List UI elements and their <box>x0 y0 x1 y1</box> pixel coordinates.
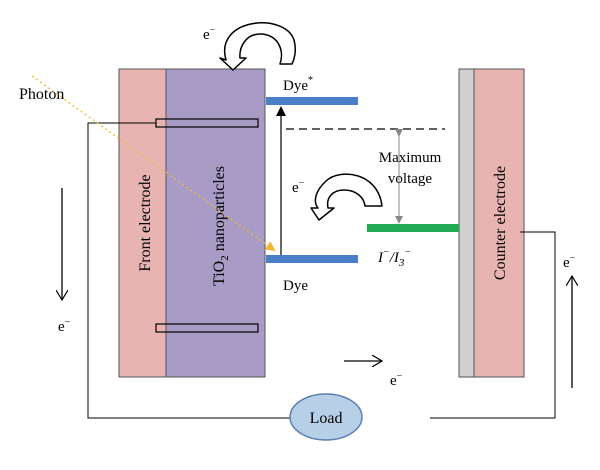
electron-label-left: e− <box>58 317 71 335</box>
curved-arrow-icon <box>219 22 296 71</box>
max-voltage-label-1: Maximum <box>379 150 442 166</box>
counter-electrode-strip <box>458 68 475 378</box>
redox-label: I−/I3− <box>377 247 411 269</box>
electron-label-top: e− <box>203 25 216 43</box>
dye-ground-label: Dye <box>283 278 308 294</box>
counter-electrode-label: Counter electrode <box>492 166 509 280</box>
dye-ground-level <box>266 255 358 263</box>
electron-label-mid: e− <box>292 178 305 196</box>
electron-label-bottom: e− <box>390 371 403 389</box>
photon-label: Photon <box>19 86 64 103</box>
load <box>289 393 363 441</box>
counter-electrode <box>473 68 525 378</box>
dye-excited-level <box>266 97 358 105</box>
load-label: Load <box>310 410 343 427</box>
max-voltage-label-2: voltage <box>388 171 432 187</box>
curved-arrow-icon <box>310 173 383 221</box>
front-electrode-label: Front electrode <box>137 174 154 271</box>
circuit-wire-left <box>87 122 292 419</box>
tio2-layer <box>165 68 266 378</box>
electron-label-right: e− <box>563 253 576 271</box>
redox-level <box>367 224 459 232</box>
circuit-wire-right <box>430 231 556 419</box>
dye-excited-label: Dye* <box>283 75 313 94</box>
electron-bar-bottom <box>155 323 259 333</box>
front-electrode <box>118 68 167 378</box>
